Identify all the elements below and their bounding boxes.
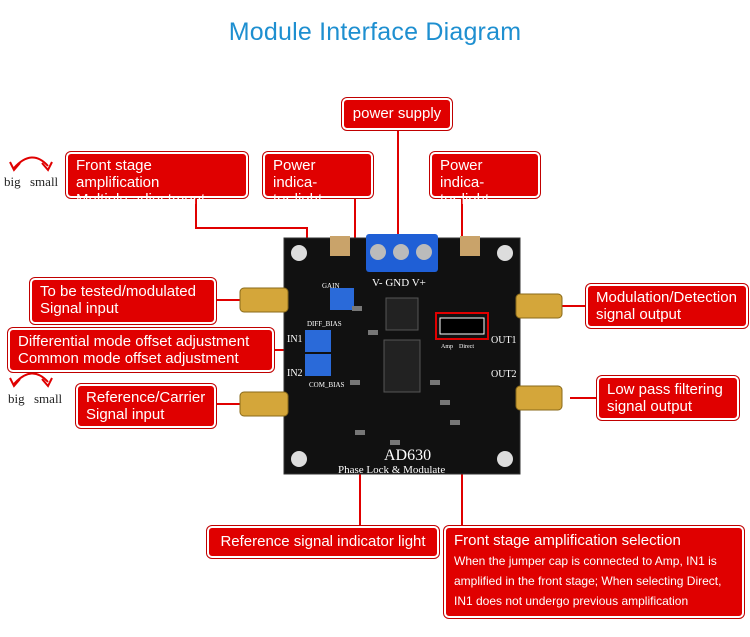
gain-potentiometer	[330, 288, 354, 310]
callout-reference-line1: Reference/Carrier	[86, 389, 206, 406]
jumper	[439, 317, 485, 335]
board-out2: OUT2	[491, 369, 517, 380]
callout-ref-indicator-text: Reference signal indicator light	[220, 533, 426, 550]
callout-front-select: Front stage amplification selection When…	[444, 526, 744, 618]
board-diff-bias: DIFF_BIAS	[307, 320, 342, 328]
board-subtitle: Phase Lock & Modulate	[338, 464, 445, 476]
board-com-bias: COM_BIAS	[309, 381, 345, 389]
board-amp: Amp	[441, 344, 453, 350]
ad630-chip	[383, 339, 421, 393]
callout-front-select-desc3: IN1 does not undergo previous amplificat…	[454, 594, 689, 608]
callout-power-indicator-2: Power indica- tor light	[430, 152, 540, 208]
rotation-label-big-1: big	[4, 174, 21, 189]
callout-front-select-title: Front stage amplification selection	[454, 532, 681, 549]
board-power-pins: V- GND V+	[372, 277, 426, 289]
callout-front-amp: Front stage amplification Multiple adjus…	[66, 152, 248, 208]
rotation-label-small-2: small	[34, 391, 63, 406]
rotation-label-big-2: big	[8, 391, 25, 406]
callout-power-indicator-2-line2: tor light	[440, 191, 490, 208]
callout-mod-output-line1: Modulation/Detection	[596, 289, 737, 306]
com-bias-potentiometer	[305, 354, 331, 376]
board-chip-label: AD630	[384, 447, 431, 464]
board-gain: GAIN	[322, 282, 340, 290]
callout-lowpass-line1: Low pass filtering	[607, 381, 723, 398]
callout-power-indicator-1-line1: Power indica-	[273, 157, 318, 191]
board-out1: OUT1	[491, 335, 517, 346]
callout-power-indicator-2-line1: Power indica-	[440, 157, 485, 191]
callout-power-indicator-1-line2: tor light	[273, 191, 323, 208]
rotation-arrow-icon	[9, 156, 53, 388]
board-in2: IN2	[287, 368, 303, 379]
callout-lowpass-output: Low pass filtering signal output	[597, 376, 739, 420]
callout-tested-input-line2: Signal input	[40, 300, 119, 317]
callout-power-supply: power supply	[342, 98, 452, 130]
callout-ref-indicator: Reference signal indicator light	[207, 526, 439, 558]
callout-offset-line1: Differential mode offset adjustment	[18, 333, 250, 350]
page-title: Module Interface Diagram	[228, 18, 522, 46]
callout-offset-adjust: Differential mode offset adjustment Comm…	[8, 328, 274, 372]
callout-front-amp-line2: Multiple adjustment	[76, 191, 206, 208]
board-direct: Direct	[459, 344, 474, 350]
callout-offset-line2: Common mode offset adjustment	[18, 350, 239, 367]
pcb-board	[239, 234, 563, 475]
callout-front-select-desc2: amplified in the front stage; When selec…	[454, 574, 722, 588]
callout-front-select-desc1: When the jumper cap is connected to Amp,…	[454, 554, 717, 568]
callout-front-amp-line1: Front stage amplification	[76, 157, 160, 191]
rotation-label-small-1: small	[30, 174, 59, 189]
board-in1: IN1	[287, 334, 303, 345]
callout-lowpass-line2: signal output	[607, 398, 693, 415]
callout-reference-input: Reference/Carrier Signal input	[76, 384, 216, 428]
callout-power-indicator-1: Power indica- tor light	[263, 152, 373, 208]
callout-tested-input: To be tested/modulated Signal input	[30, 278, 216, 324]
callout-reference-line2: Signal input	[86, 406, 165, 423]
callout-power-supply-text: power supply	[352, 105, 442, 122]
callout-mod-output: Modulation/Detection signal output	[586, 284, 748, 328]
diff-bias-potentiometer	[305, 330, 331, 352]
callout-tested-input-line1: To be tested/modulated	[40, 283, 196, 300]
callout-mod-output-line2: signal output	[596, 306, 682, 323]
